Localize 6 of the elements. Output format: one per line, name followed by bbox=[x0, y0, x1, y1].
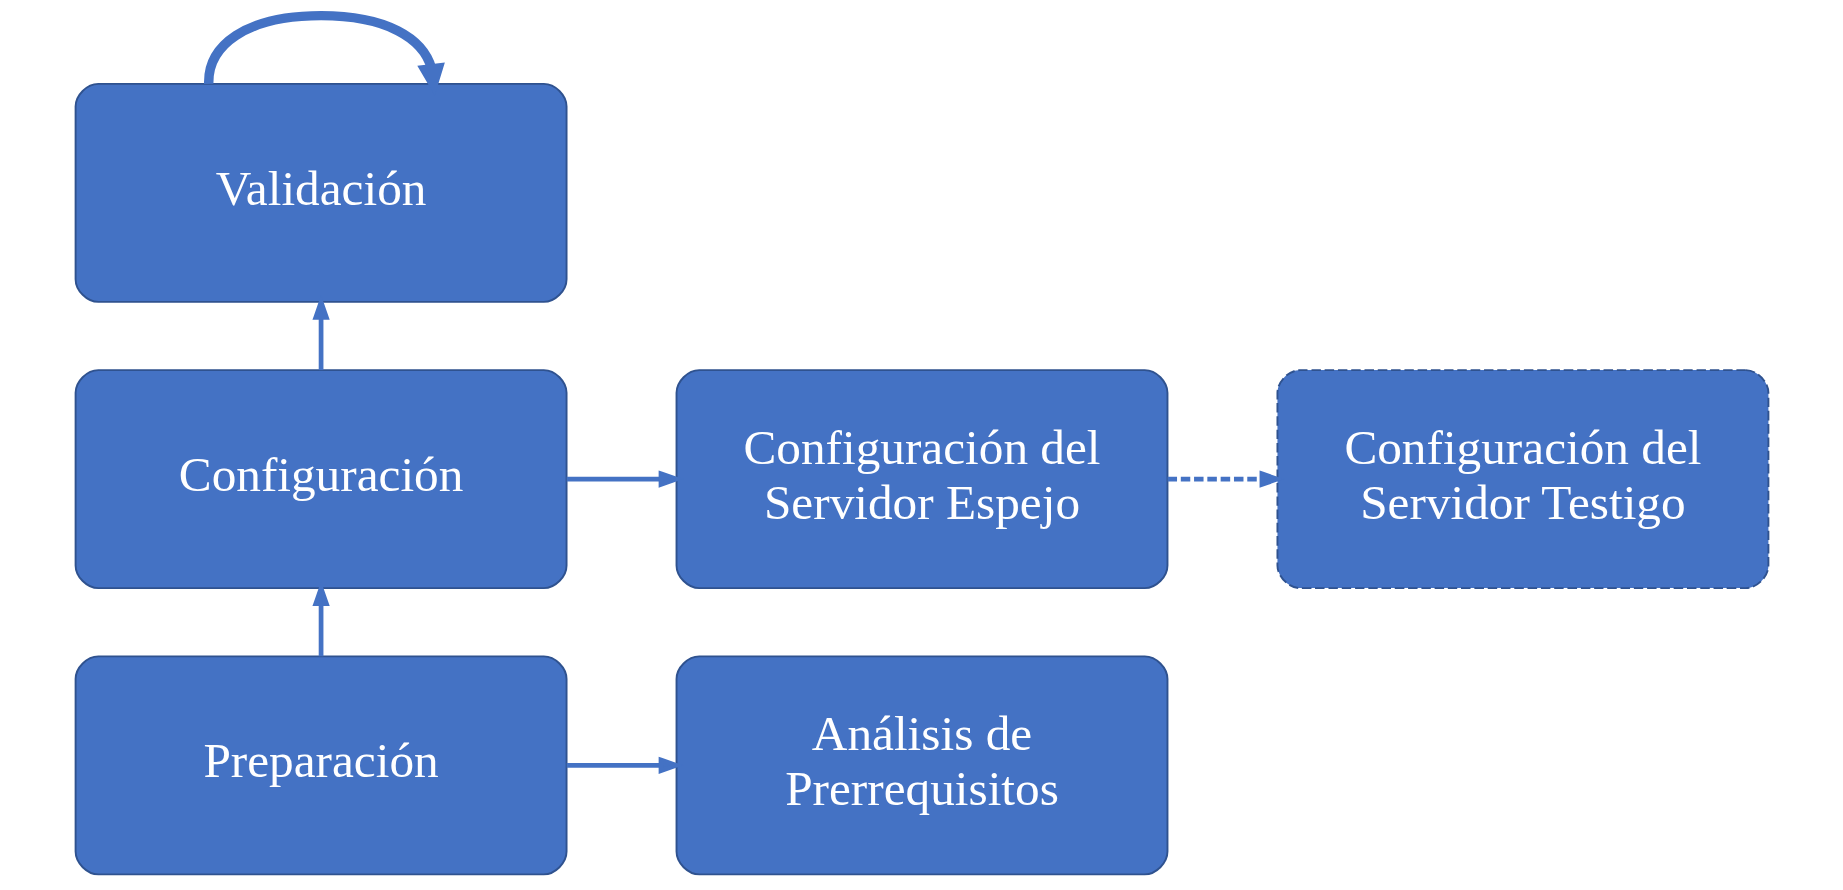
node-box: Configuración bbox=[74, 369, 567, 590]
node-box: Preparación bbox=[74, 655, 567, 876]
node-box: Configuración del Servidor Testigo bbox=[1276, 369, 1769, 590]
node-box: Validación bbox=[74, 82, 567, 303]
node-box: Configuración del Servidor Espejo bbox=[675, 369, 1168, 590]
node-box: Análisis de Prerrequisitos bbox=[675, 655, 1168, 876]
